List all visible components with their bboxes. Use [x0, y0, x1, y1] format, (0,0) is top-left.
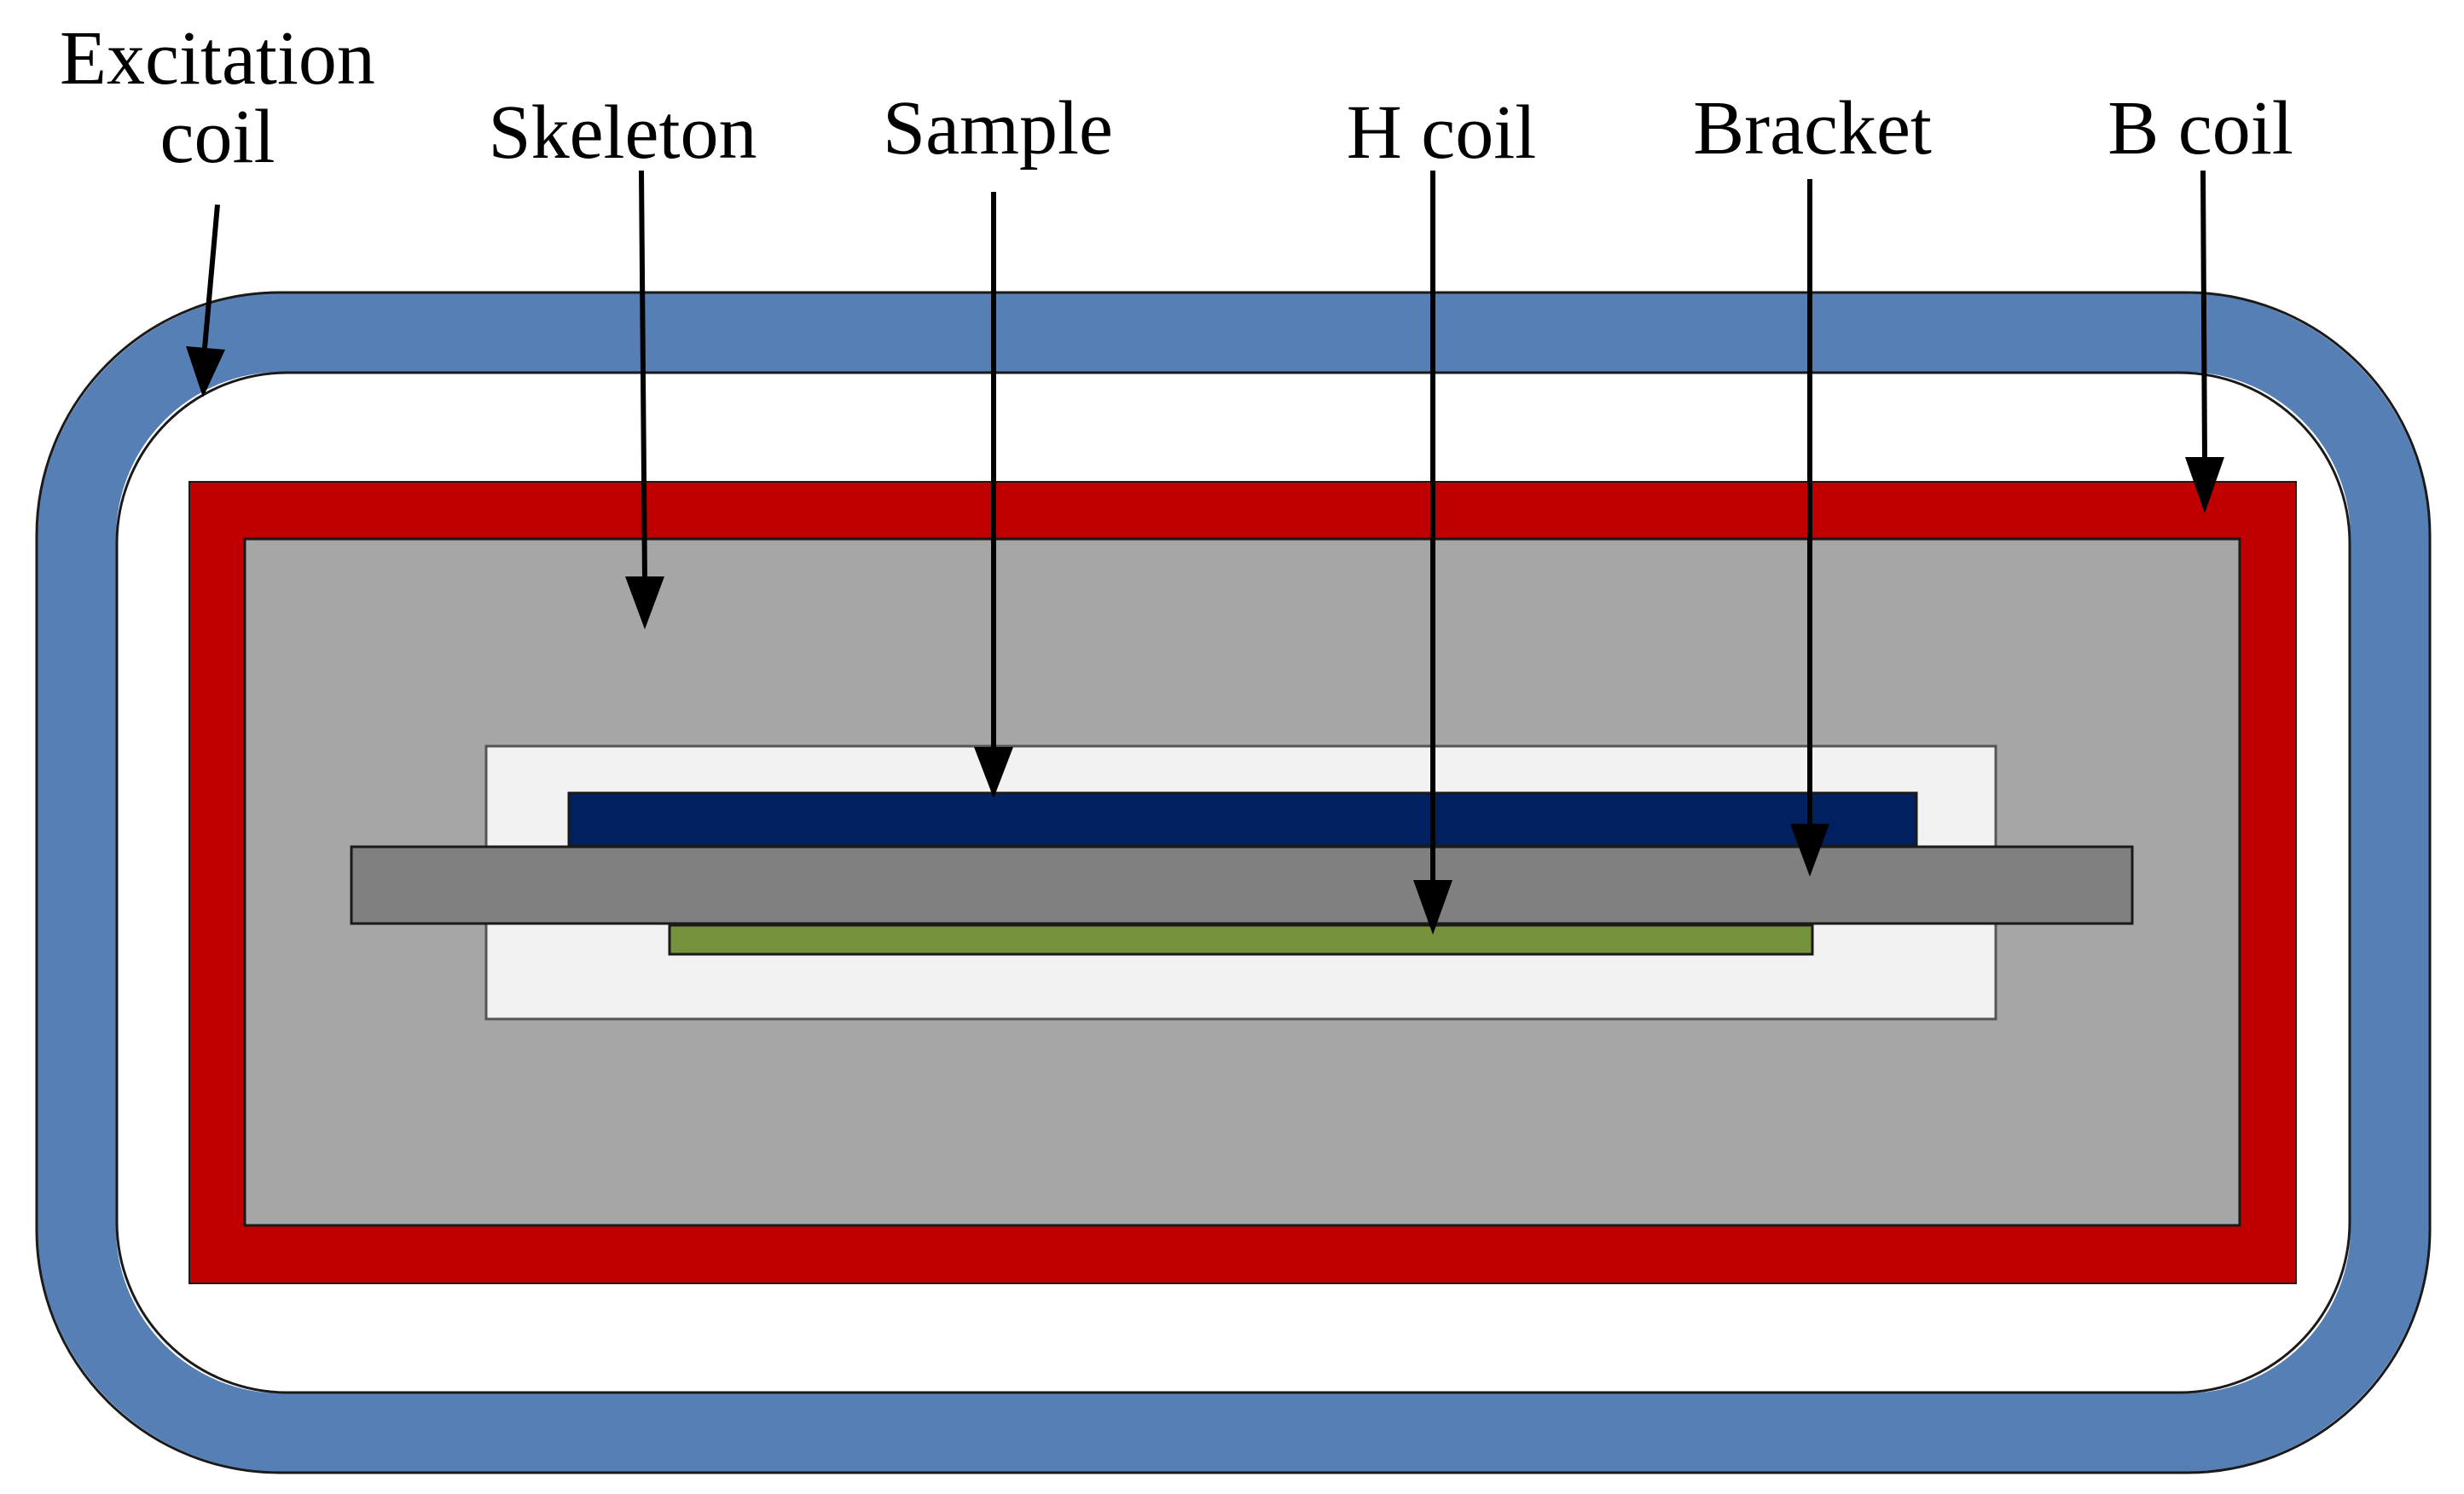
arrow-skeleton: [625, 170, 664, 629]
sample-strip: [567, 791, 1918, 848]
label-h-coil: H coil: [1347, 90, 1536, 175]
h-coil-strip: [668, 924, 1814, 956]
arrow-h-coil: [1413, 171, 1452, 935]
label-b-coil: B coil: [2107, 86, 2293, 171]
excitation-coil-outer-edge: [35, 291, 2432, 1474]
label-skeleton: Skeleton: [489, 90, 757, 175]
arrow-excitation-coil: [186, 204, 225, 397]
label-sample: Sample: [883, 86, 1113, 171]
arrow-sample: [974, 192, 1013, 798]
arrow-bracket: [1790, 179, 1829, 877]
bracket-bar: [350, 845, 2134, 925]
excitation-coil-inner-edge: [115, 371, 2351, 1394]
label-bracket: Bracket: [1693, 86, 1932, 171]
label-excitation-coil-line1: Excitation: [60, 16, 375, 101]
label-excitation-coil-line2: coil: [160, 95, 275, 179]
arrow-b-coil: [2185, 170, 2224, 513]
